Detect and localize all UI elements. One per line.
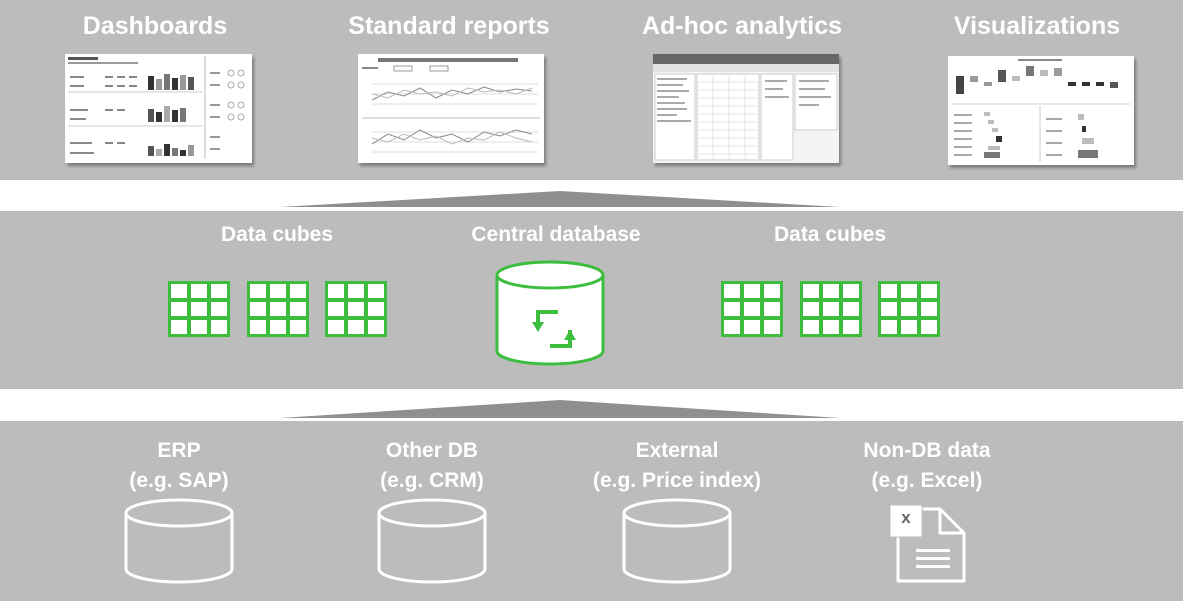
dashboards-label: Dashboards xyxy=(82,12,228,40)
database-icon xyxy=(495,260,605,366)
data-cubes-left-label: Data cubes xyxy=(220,223,334,246)
data-cubes-right-label: Data cubes xyxy=(773,223,887,246)
source-external-example: (e.g. Price index) xyxy=(592,469,762,492)
database-icon xyxy=(377,498,487,584)
source-other-db-example: (e.g. CRM) xyxy=(380,469,484,492)
source-erp-example: (e.g. SAP) xyxy=(129,469,229,492)
source-non-db: Non-DB data (e.g. Excel) xyxy=(797,436,1057,496)
connector-bottom xyxy=(280,400,840,418)
source-other-db-name: Other DB xyxy=(385,439,479,462)
document-icon xyxy=(889,504,966,583)
standard-report-thumbnail xyxy=(358,54,544,163)
source-other-db: Other DB (e.g. CRM) xyxy=(302,436,562,496)
source-external: External (e.g. Price index) xyxy=(547,436,807,496)
connector-top xyxy=(280,191,840,207)
excel-glyph: x xyxy=(901,508,911,527)
data-cube-icon xyxy=(800,281,862,337)
dashboard-thumbnail xyxy=(65,54,252,163)
ad-hoc-analytics-label: Ad-hoc analytics xyxy=(641,12,843,40)
source-erp: ERP (e.g. SAP) xyxy=(49,436,309,496)
source-non-db-name: Non-DB data xyxy=(863,439,991,462)
data-cube-icon xyxy=(878,281,940,337)
source-non-db-example: (e.g. Excel) xyxy=(871,469,983,492)
source-external-name: External xyxy=(635,439,719,462)
database-icon xyxy=(124,498,234,584)
visualizations-label: Visualizations xyxy=(953,12,1121,40)
central-database-label: Central database xyxy=(471,223,641,246)
source-erp-name: ERP xyxy=(157,439,201,462)
standard-reports-label: Standard reports xyxy=(348,12,550,40)
data-cube-icon xyxy=(325,281,387,337)
sync-icon xyxy=(532,310,576,348)
database-icon xyxy=(622,498,732,584)
data-cube-icon xyxy=(721,281,783,337)
ad-hoc-analytics-thumbnail xyxy=(653,54,839,163)
data-cube-icon xyxy=(168,281,230,337)
data-cube-icon xyxy=(247,281,309,337)
visualization-thumbnail xyxy=(948,56,1134,165)
